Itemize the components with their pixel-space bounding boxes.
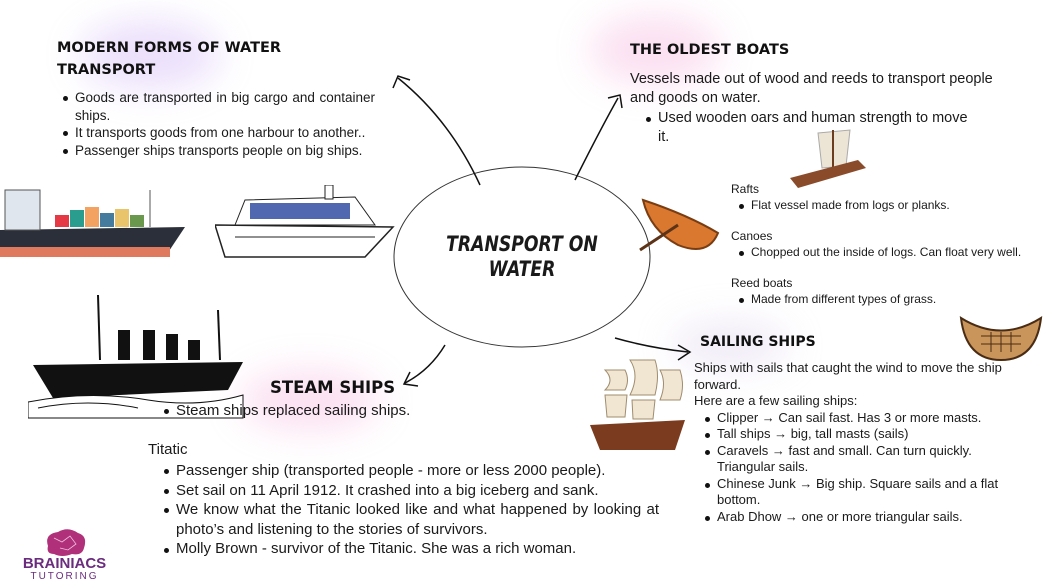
raft-image (790, 129, 866, 188)
reed-boat-image (959, 316, 1043, 362)
list-item: Arab Dhow → one or more triangular sails… (704, 509, 1004, 526)
oldest-heading: THE OLDEST BOATS (630, 42, 790, 58)
list-item: We know what the Titanic looked like and… (163, 500, 659, 539)
sailing-intro-text: Here are a few sailing ships: (694, 393, 858, 408)
list-item: Flat vessel made from logs or planks. (738, 197, 1031, 213)
cargo-ship-image (0, 189, 185, 257)
list-item: Caravels → fast and small. Can turn quic… (704, 443, 1004, 476)
type-name: Canoes (731, 229, 773, 243)
logo-line2: TUTORING (30, 571, 99, 582)
logo-line1: BRAINIACS (22, 555, 107, 572)
arrow-to-sailing (614, 337, 689, 353)
list-item: Chopped out the inside of logs. Can floa… (738, 244, 1031, 260)
center-title: TRANSPORT ON WATER (430, 232, 614, 282)
arrow-to-modern (397, 77, 481, 186)
list-item: Steam ships replaced sailing ships. (163, 401, 563, 420)
canoe-image (639, 198, 720, 252)
oldest-types: Rafts Flat vessel made from logs or plan… (731, 181, 1031, 307)
sailing-intro-text: Ships with sails that caught the wind to… (694, 360, 1002, 392)
modern-heading: MODERN FORMS OF WATER TRANSPORT (57, 40, 282, 78)
steam-heading: STEAM SHIPS (270, 378, 396, 397)
arrow-to-oldest (574, 97, 619, 181)
list-item: Goods are transported in big cargo and c… (62, 89, 375, 124)
center-title-line: TRANSPORT ON (446, 232, 598, 256)
decorative-glow (590, 15, 720, 85)
arrow-to-steam (404, 344, 446, 384)
type-name: Rafts (731, 182, 760, 196)
decorative-glow (670, 320, 790, 370)
list-item: Molly Brown - survivor of the Titanic. S… (163, 539, 659, 559)
brain-icon (46, 529, 85, 556)
oldest-list: Used wooden oars and human strength to m… (645, 109, 975, 147)
list-item: Passenger ships transports people on big… (62, 142, 375, 160)
list-item: It transports goods from one harbour to … (62, 124, 375, 142)
decorative-glow (80, 20, 220, 90)
steam-ship-image (28, 294, 244, 419)
type-name: Reed boats (731, 276, 793, 290)
list-item: Made from different types of grass. (738, 291, 1031, 307)
titanic-subheading: Titatic (148, 441, 188, 458)
list-item: Chinese Junk → Big ship. Square sails an… (704, 476, 1004, 509)
sailing-heading: SAILING SHIPS (700, 334, 816, 350)
decorative-glow (240, 370, 380, 430)
sailing-intro: Ships with sails that caught the wind to… (694, 360, 1014, 525)
list-item: Passenger ship (transported people - mor… (163, 461, 659, 481)
list-item: Used wooden oars and human strength to m… (645, 109, 975, 147)
steam-list: Steam ships replaced sailing ships. (163, 401, 563, 420)
brainiacs-logo: BRAINIACS TUTORING (22, 528, 107, 582)
list-item: Tall ships → big, tall masts (sails) (704, 426, 1004, 443)
center-title-line: WATER (488, 257, 556, 281)
modern-list: Goods are transported in big cargo and c… (62, 89, 375, 159)
oldest-intro: Vessels made out of wood and reeds to tr… (630, 71, 993, 106)
cruise-ship-image (215, 185, 395, 258)
list-item: Clipper → Can sail fast. Has 3 or more m… (704, 410, 1004, 427)
titanic-list: Passenger ship (transported people - mor… (163, 461, 659, 559)
list-item: Set sail on 11 April 1912. It crashed in… (163, 481, 659, 501)
center-ellipse (393, 166, 651, 348)
sailing-ship-image (590, 359, 685, 450)
